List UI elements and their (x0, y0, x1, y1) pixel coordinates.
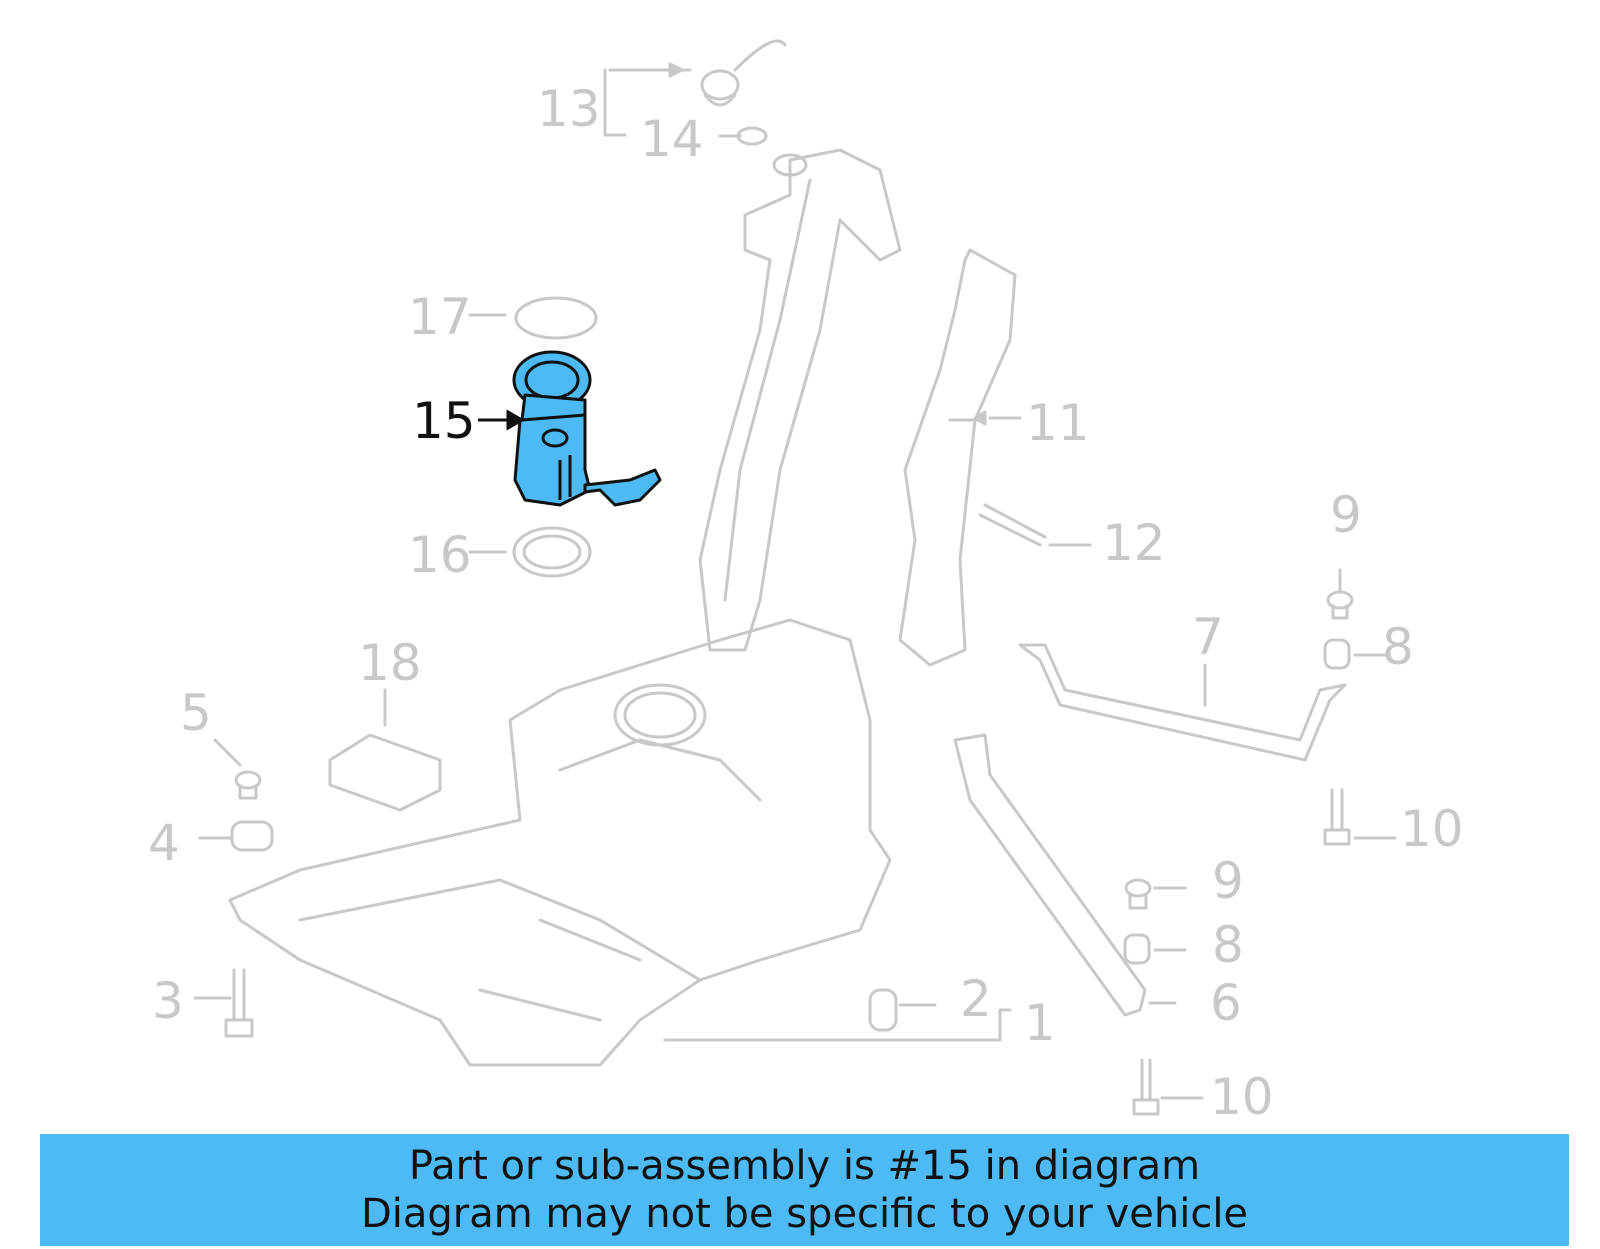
sensor-part-18 (328, 688, 442, 812)
fuel-tank-part-1 (228, 618, 1012, 1067)
caption-line-1: Part or sub-assembly is #15 in diagram (408, 1143, 1201, 1189)
plug-part-2 (868, 988, 937, 1032)
plug-part-4 (198, 820, 274, 852)
nut-part-9b (1124, 878, 1187, 910)
bolt-part-10b (1132, 1058, 1204, 1116)
nut-part-9a (1326, 568, 1354, 620)
callout-label-7: 7 (1192, 608, 1224, 666)
callout-label-10: 10 (1400, 800, 1464, 858)
callout-label-14: 14 (640, 110, 704, 168)
gasket-part-14 (718, 126, 768, 146)
seal-ring-part-16 (468, 526, 592, 578)
callout-label-10: 10 (1210, 1068, 1274, 1126)
callout-label-8: 8 (1212, 916, 1244, 974)
fuel-pump-module-part-15 (512, 350, 662, 507)
strap-part-6 (953, 733, 1177, 1017)
callout-label-12: 12 (1102, 514, 1166, 572)
bushing-part-8a (1323, 638, 1387, 670)
callout-label-5: 5 (180, 684, 212, 742)
callout-label-8: 8 (1382, 618, 1414, 676)
callout-label-3: 3 (152, 972, 184, 1030)
callout-label-9: 9 (1212, 852, 1244, 910)
caption-line-2: Diagram may not be specific to your vehi… (360, 1191, 1249, 1237)
caption-bar: Part or sub-assembly is #15 in diagram D… (40, 1134, 1569, 1246)
nut-part-5 (213, 738, 262, 800)
leader-arrow-15 (478, 409, 526, 431)
bolt-part-12 (978, 503, 1092, 547)
callout-label-1: 1 (1024, 994, 1056, 1052)
callout-label-2: 2 (960, 970, 992, 1028)
callout-label-9: 9 (1330, 486, 1362, 544)
callout-label-11: 11 (1026, 394, 1090, 452)
callout-label-6: 6 (1210, 974, 1242, 1032)
callout-label-17: 17 (408, 288, 472, 346)
bushing-part-8b (1123, 933, 1187, 965)
bolt-part-3 (193, 968, 254, 1038)
callout-label-18: 18 (358, 634, 422, 692)
strap-part-7 (1018, 643, 1347, 762)
callout-label-16: 16 (408, 526, 472, 584)
bracket-part-11 (898, 248, 1022, 667)
lock-ring-part-17 (468, 296, 598, 340)
callout-label-15: 15 (412, 392, 476, 450)
callout-label-13: 13 (537, 80, 601, 138)
bolt-part-10a (1323, 788, 1397, 846)
callout-label-4: 4 (148, 814, 180, 872)
filler-neck (698, 148, 902, 652)
fuel-cap-part-13 (603, 39, 787, 137)
